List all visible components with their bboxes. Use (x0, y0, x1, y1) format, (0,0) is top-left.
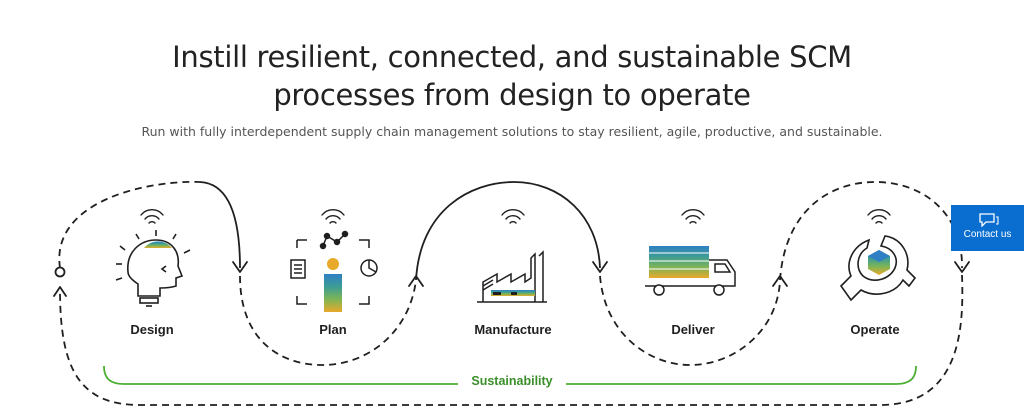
stage-label-manufacture: Manufacture (474, 322, 552, 337)
wrench-icon (839, 235, 917, 302)
page-title: Instill resilient, connected, and sustai… (0, 38, 1024, 114)
lightbulb-head-icon (115, 230, 191, 307)
flow-path-left-dashed (58, 181, 201, 269)
truck-icon (645, 246, 736, 296)
signal-icon-deliver (681, 209, 705, 224)
arrow-head-manufacture (408, 275, 424, 287)
flow-path-plan-under (239, 275, 417, 366)
arrow-head-return (954, 261, 970, 273)
flow-path-return-bottom (59, 274, 964, 406)
stage-label-design: Design (130, 322, 174, 337)
stage-label-operate: Operate (850, 322, 900, 337)
flow-path-manufacture-under (599, 275, 781, 366)
flow-start-node (54, 266, 66, 278)
sustainability-label: Sustainability (458, 374, 566, 388)
flow-path-plan-to-manufacture (415, 181, 601, 281)
signal-icon-manufacture (501, 209, 525, 224)
flow-path-design-to-plan (199, 181, 241, 269)
stage-label-deliver: Deliver (671, 322, 715, 337)
arrow-head-loop-start (53, 286, 67, 297)
contact-us-label: Contact us (963, 229, 1012, 240)
page-title-line-1: Instill resilient, connected, and sustai… (172, 40, 852, 74)
planning-person-icon (290, 230, 378, 312)
arrow-head-plan (232, 261, 248, 273)
stage-label-plan: Plan (319, 322, 347, 337)
chat-bubble-icon (978, 213, 999, 227)
factory-icon (477, 250, 547, 303)
arrow-head-operate (772, 275, 788, 287)
arrow-head-deliver (592, 261, 608, 273)
page-subtitle: Run with fully interdependent supply cha… (141, 124, 883, 139)
signal-icon-plan (321, 209, 345, 224)
contact-us-button[interactable]: Contact us (951, 205, 1024, 251)
signal-icon-design (140, 209, 164, 224)
page-title-line-2: processes from design to operate (273, 78, 751, 112)
signal-icon-operate (867, 209, 891, 224)
